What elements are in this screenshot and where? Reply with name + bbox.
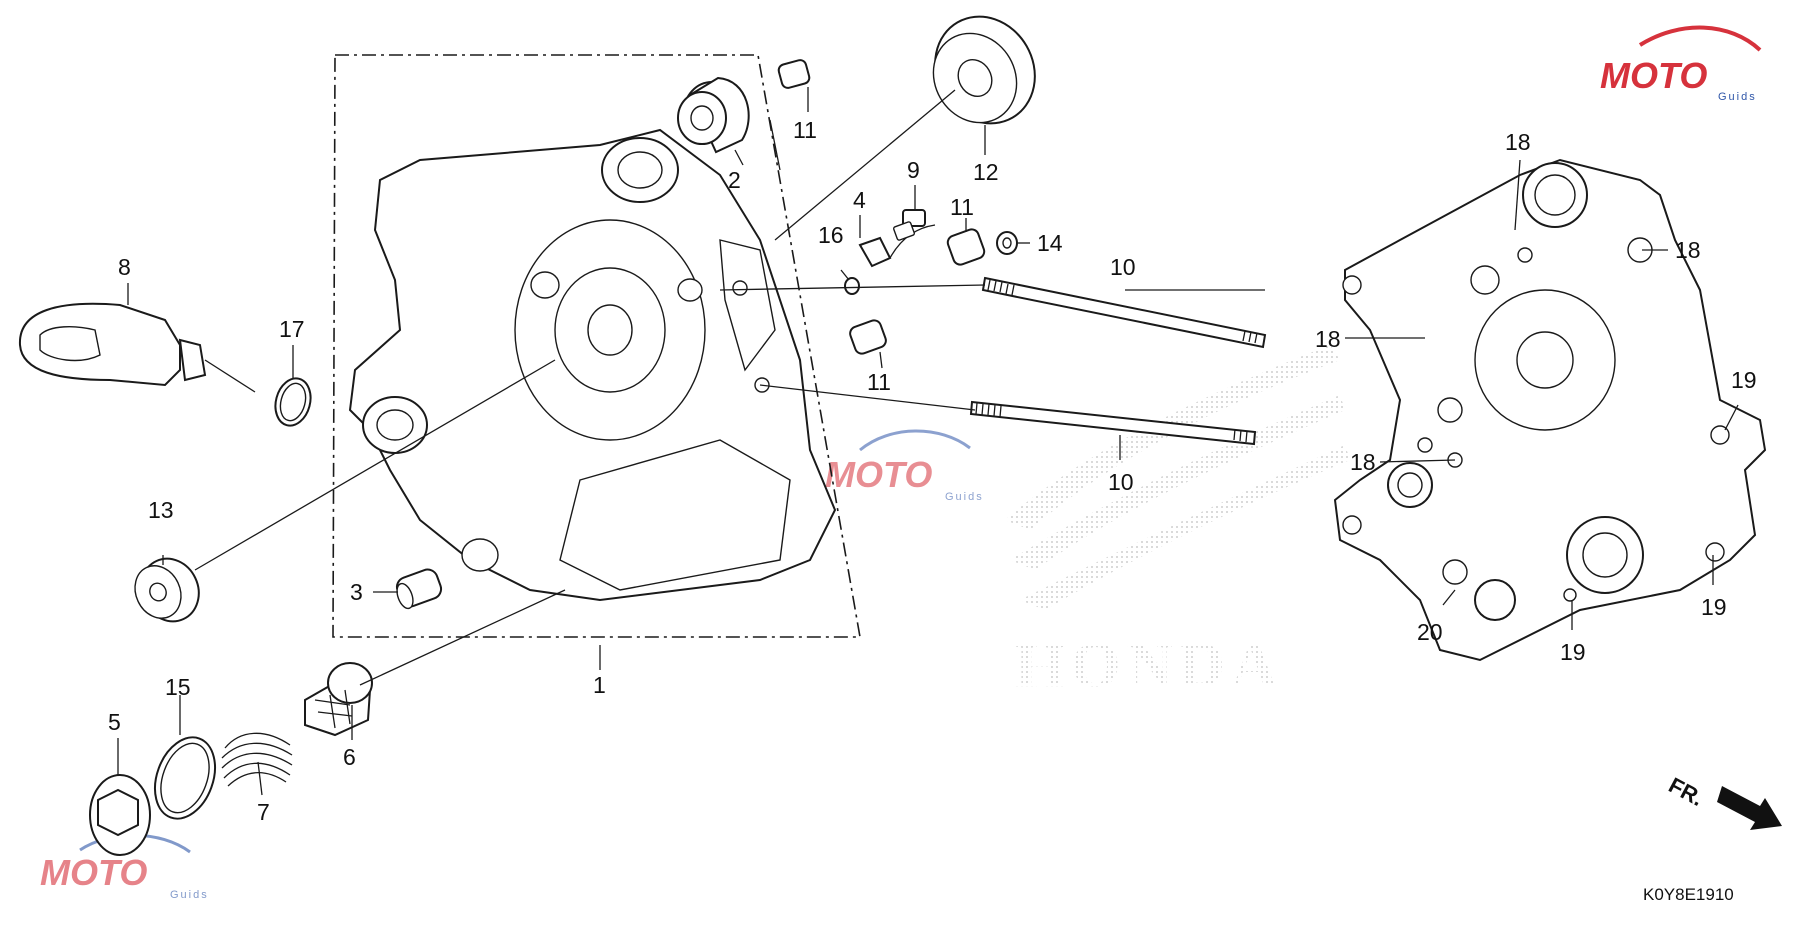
washer-part-14 bbox=[996, 231, 1018, 255]
watermark-center: MOTO Guids bbox=[825, 429, 984, 503]
bearing-part-12 bbox=[932, 15, 1036, 125]
drain-plug-part-5 bbox=[89, 774, 151, 856]
callout-14: 14 bbox=[1037, 230, 1063, 256]
dipstick-part-8 bbox=[18, 302, 256, 393]
strainer-part-6 bbox=[304, 662, 373, 737]
callout-11-top: 11 bbox=[793, 117, 817, 143]
callout-5: 5 bbox=[108, 709, 121, 735]
right-crankcase bbox=[1333, 158, 1767, 662]
front-arrow-icon bbox=[1717, 786, 1782, 830]
dowel-part-11-middle bbox=[946, 228, 986, 266]
callout-11-lower: 11 bbox=[867, 369, 891, 395]
honda-wing-watermark: HONDA bbox=[1005, 345, 1350, 700]
callout-11-middle: 11 bbox=[950, 194, 974, 220]
leader-lines bbox=[117, 87, 1739, 796]
assembly-frame bbox=[332, 54, 861, 638]
callout-2: 2 bbox=[728, 167, 741, 193]
honda-logo-text: HONDA bbox=[1015, 629, 1283, 700]
callout-1: 1 bbox=[593, 672, 606, 698]
callout-17: 17 bbox=[279, 316, 305, 342]
watermark-brand: MOTO bbox=[1600, 55, 1707, 96]
callout-19-right: 19 bbox=[1731, 367, 1757, 393]
callout-18-middle: 18 bbox=[1315, 326, 1341, 352]
spring-part-7 bbox=[221, 732, 293, 787]
watermark-bottom-left: MOTO Guids bbox=[40, 833, 209, 901]
dowel-part-11-top bbox=[777, 59, 811, 89]
bolt-part-9 bbox=[893, 209, 926, 241]
left-crankcase bbox=[348, 128, 837, 602]
callout-12: 12 bbox=[973, 159, 999, 185]
bushing-part-2 bbox=[677, 76, 750, 154]
callout-4: 4 bbox=[853, 187, 866, 213]
front-label: FR. bbox=[1665, 772, 1708, 811]
callout-8: 8 bbox=[118, 254, 131, 280]
callout-18-top: 18 bbox=[1505, 129, 1531, 155]
callout-20: 20 bbox=[1417, 619, 1443, 645]
callout-19-lower-right: 19 bbox=[1701, 594, 1727, 620]
callout-3: 3 bbox=[350, 579, 363, 605]
callout-10-upper: 10 bbox=[1110, 254, 1136, 280]
stud-bolt-part-10-upper bbox=[981, 276, 1267, 349]
callout-7: 7 bbox=[257, 799, 270, 825]
diagram-code: K0Y8E1910 bbox=[1643, 885, 1734, 904]
watermark-top-right: MOTO Guids bbox=[1600, 25, 1762, 103]
watermark-sub: Guids bbox=[170, 889, 209, 901]
callout-18-right: 18 bbox=[1675, 237, 1701, 263]
callout-6: 6 bbox=[343, 744, 356, 770]
callout-15: 15 bbox=[165, 674, 191, 700]
o-ring-part-15 bbox=[154, 736, 216, 820]
o-ring-part-17 bbox=[274, 377, 312, 427]
watermark-sub: Guids bbox=[1718, 91, 1757, 103]
callout-16: 16 bbox=[818, 222, 844, 248]
oil-seal-part-13 bbox=[134, 557, 200, 623]
callout-labels: 1 2 3 4 5 6 7 8 9 10 10 11 11 11 12 13 1… bbox=[108, 117, 1757, 825]
watermark-sub: Guids bbox=[945, 491, 984, 503]
dowel-part-11-lower bbox=[849, 319, 887, 355]
callout-19-bottom: 19 bbox=[1560, 639, 1586, 665]
callout-18-lower: 18 bbox=[1350, 449, 1376, 475]
callout-13: 13 bbox=[148, 497, 174, 523]
callout-9: 9 bbox=[907, 157, 920, 183]
front-indicator: FR. bbox=[1665, 772, 1782, 830]
watermark-brand: MOTO bbox=[40, 852, 147, 893]
dowel-part-3 bbox=[395, 568, 443, 610]
ring-part-16 bbox=[844, 277, 860, 295]
callout-10-lower: 10 bbox=[1108, 469, 1134, 495]
watermark-brand: MOTO bbox=[825, 454, 932, 495]
